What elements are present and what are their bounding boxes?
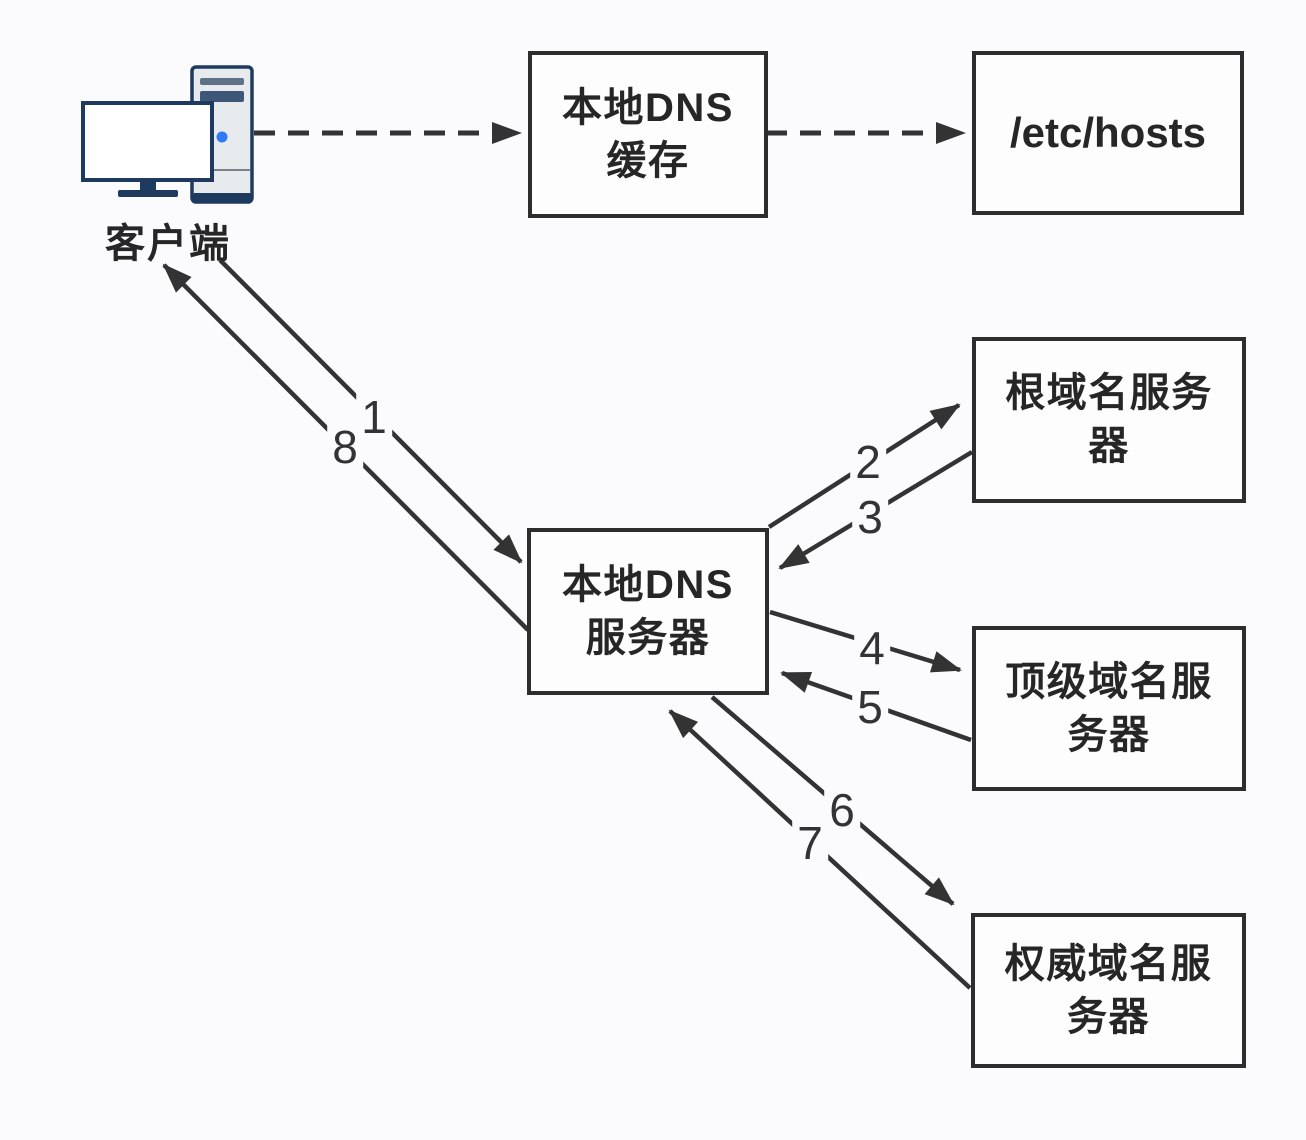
authoritative-dns-server-label-line2: 务器 bbox=[1067, 994, 1150, 1039]
arrow-label-1: 1 bbox=[356, 392, 392, 442]
arrow-label-3: 3 bbox=[852, 492, 888, 542]
local-dns-cache-label-line2: 缓存 bbox=[606, 138, 690, 183]
arrow-label-2: 2 bbox=[850, 437, 886, 487]
client-label: 客户端 bbox=[105, 222, 231, 266]
node-local-dns-cache: 本地DNS 缓存 bbox=[528, 51, 768, 218]
local-dns-server-label-line1: 本地DNS bbox=[562, 562, 734, 607]
etc-hosts-label: /etc/hosts bbox=[1009, 109, 1207, 157]
arrow-label-5: 5 bbox=[852, 682, 888, 732]
node-authoritative-dns-server: 权威域名服 务器 bbox=[971, 913, 1246, 1068]
arrow-label-4: 4 bbox=[854, 623, 890, 673]
node-root-dns-server: 根域名服务 器 bbox=[972, 337, 1246, 503]
arrow-label-6: 6 bbox=[824, 785, 860, 835]
node-etc-hosts: /etc/hosts bbox=[972, 51, 1244, 215]
local-dns-server-label-line2: 服务器 bbox=[585, 615, 711, 660]
tld-dns-server-label-line1: 顶级域名服 bbox=[1005, 659, 1213, 704]
node-local-dns-server: 本地DNS 服务器 bbox=[527, 528, 769, 695]
node-tld-dns-server: 顶级域名服 务器 bbox=[972, 626, 1246, 791]
tld-dns-server-label-line2: 务器 bbox=[1067, 712, 1151, 757]
arrow-label-8: 8 bbox=[327, 422, 363, 472]
root-dns-server-label-line2: 器 bbox=[1088, 424, 1130, 468]
local-dns-cache-label-line1: 本地DNS bbox=[562, 85, 734, 130]
desktop-computer-icon bbox=[81, 65, 254, 204]
authoritative-dns-server-label-line1: 权威域名服 bbox=[1004, 941, 1213, 986]
root-dns-server-label-line1: 根域名服务 bbox=[1005, 371, 1213, 416]
arrow-label-7: 7 bbox=[792, 818, 828, 868]
